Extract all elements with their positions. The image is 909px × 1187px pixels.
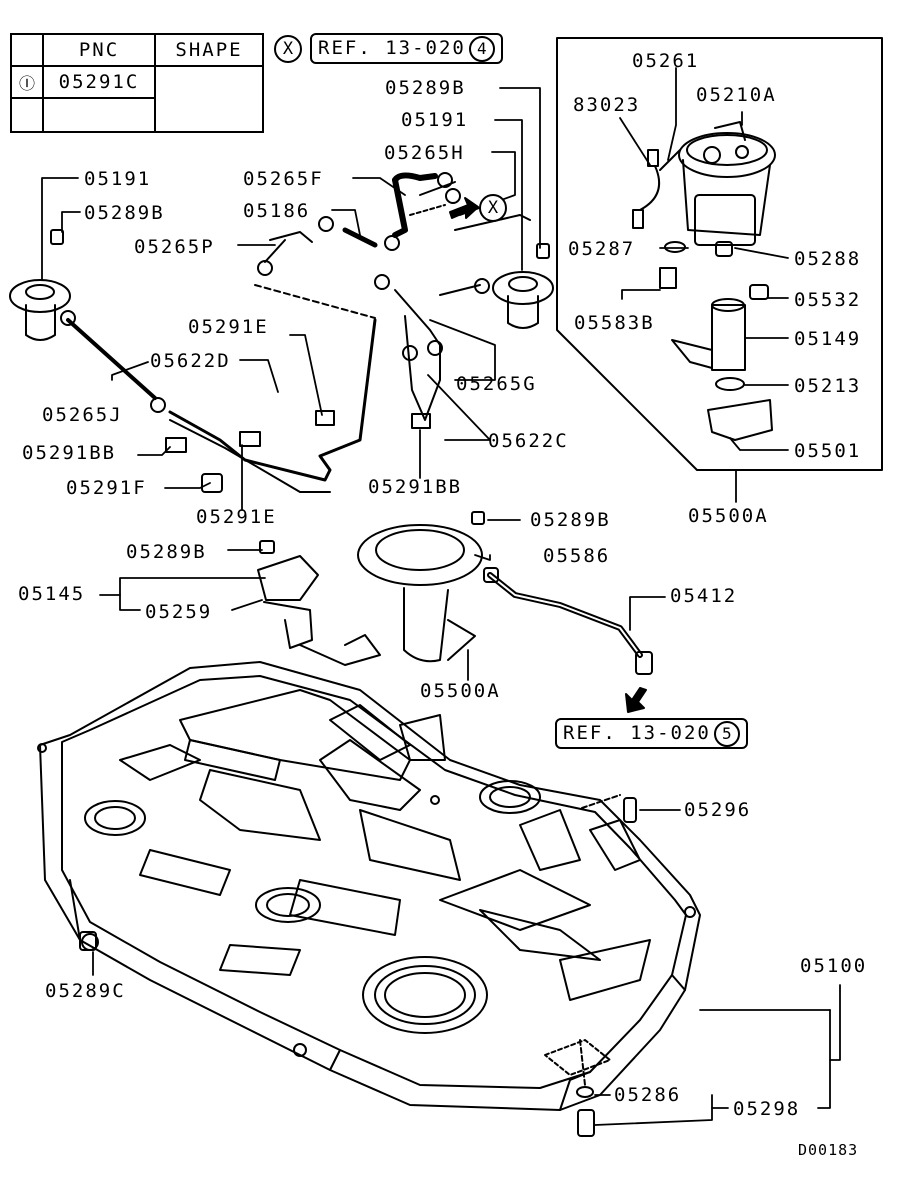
label-05291F: 05291F <box>66 477 147 499</box>
label-05289B-pump: 05289B <box>126 541 207 563</box>
hose-clamps <box>60 172 490 413</box>
clips <box>165 410 431 493</box>
pump-detail-box <box>556 37 883 471</box>
label-05622C: 05622C <box>488 430 569 452</box>
ref-x-marker: X <box>274 35 302 63</box>
label-05287: 05287 <box>568 238 636 260</box>
label-05291BB-left: 05291BB <box>22 442 117 464</box>
arrow-to-ref-x <box>449 197 479 219</box>
label-05289B-mid: 05289B <box>530 509 611 531</box>
label-05213: 05213 <box>794 375 862 397</box>
row-mark: Ⓘ <box>10 65 44 99</box>
label-05296: 05296 <box>684 799 752 821</box>
label-05210A: 05210A <box>696 84 777 106</box>
label-05500A-box: 05500A <box>688 505 769 527</box>
label-05289B-left: 05289B <box>84 202 165 224</box>
filler-neck-assembly <box>9 229 554 341</box>
label-05265F: 05265F <box>243 168 324 190</box>
label-05622D: 05622D <box>150 350 231 372</box>
label-05259: 05259 <box>145 601 213 623</box>
label-05288: 05288 <box>794 248 862 270</box>
label-05501: 05501 <box>794 440 862 462</box>
row-pnc: 05291C <box>42 65 156 99</box>
label-05265J: 05265J <box>42 404 123 426</box>
shape-cell <box>154 65 264 133</box>
drawing-code: D00183 <box>798 1141 859 1159</box>
ref-bottom-num: 5 <box>713 721 740 747</box>
label-05286: 05286 <box>614 1084 682 1106</box>
label-05265G: 05265G <box>456 373 537 395</box>
label-05265H: 05265H <box>384 142 465 164</box>
label-05500A-mid: 05500A <box>420 680 501 702</box>
label-05583B: 05583B <box>574 312 655 334</box>
label-05145: 05145 <box>18 583 86 605</box>
pnc-header: PNC <box>42 33 156 67</box>
arrow-to-ref-5 <box>625 687 647 713</box>
fuel-tank-05100 <box>37 661 701 1111</box>
label-05149: 05149 <box>794 328 862 350</box>
label-05532: 05532 <box>794 289 862 311</box>
label-05100: 05100 <box>800 955 868 977</box>
label-05265P: 05265P <box>134 236 215 258</box>
label-05586: 05586 <box>543 545 611 567</box>
arrow-x-marker: X <box>479 194 507 222</box>
fuel-hose-05412 <box>483 567 653 675</box>
pump-small-parts <box>659 241 773 441</box>
harness-83023 <box>632 149 681 229</box>
label-05289B-top: 05289B <box>385 77 466 99</box>
ref-top-text: REF. 13-020 <box>318 37 466 59</box>
label-05291E-top: 05291E <box>188 316 269 338</box>
fuel-pump-module-05210A <box>678 121 776 246</box>
ref-top-num: 4 <box>468 36 495 62</box>
vent-hoses <box>66 172 531 493</box>
pnc-table: PNC SHAPE Ⓘ 05291C <box>10 33 264 133</box>
ref-bottom-text: REF. 13-020 <box>563 722 711 744</box>
label-83023: 83023 <box>573 94 641 116</box>
fuel-gauge-unit-05145 <box>257 540 381 666</box>
label-05298: 05298 <box>733 1098 801 1120</box>
drain-bolts <box>79 794 637 1137</box>
label-05186: 05186 <box>243 200 311 222</box>
fuel-pump-assembly-05500A <box>357 511 485 663</box>
label-05291BB-right: 05291BB <box>368 476 463 498</box>
label-05412: 05412 <box>670 585 738 607</box>
label-05261: 05261 <box>632 50 700 72</box>
label-05289C: 05289C <box>45 980 126 1002</box>
label-05191-left: 05191 <box>84 168 152 190</box>
shape-header: SHAPE <box>154 33 264 67</box>
label-05291E-bottom: 05291E <box>196 506 277 528</box>
label-05191-top: 05191 <box>401 109 469 131</box>
